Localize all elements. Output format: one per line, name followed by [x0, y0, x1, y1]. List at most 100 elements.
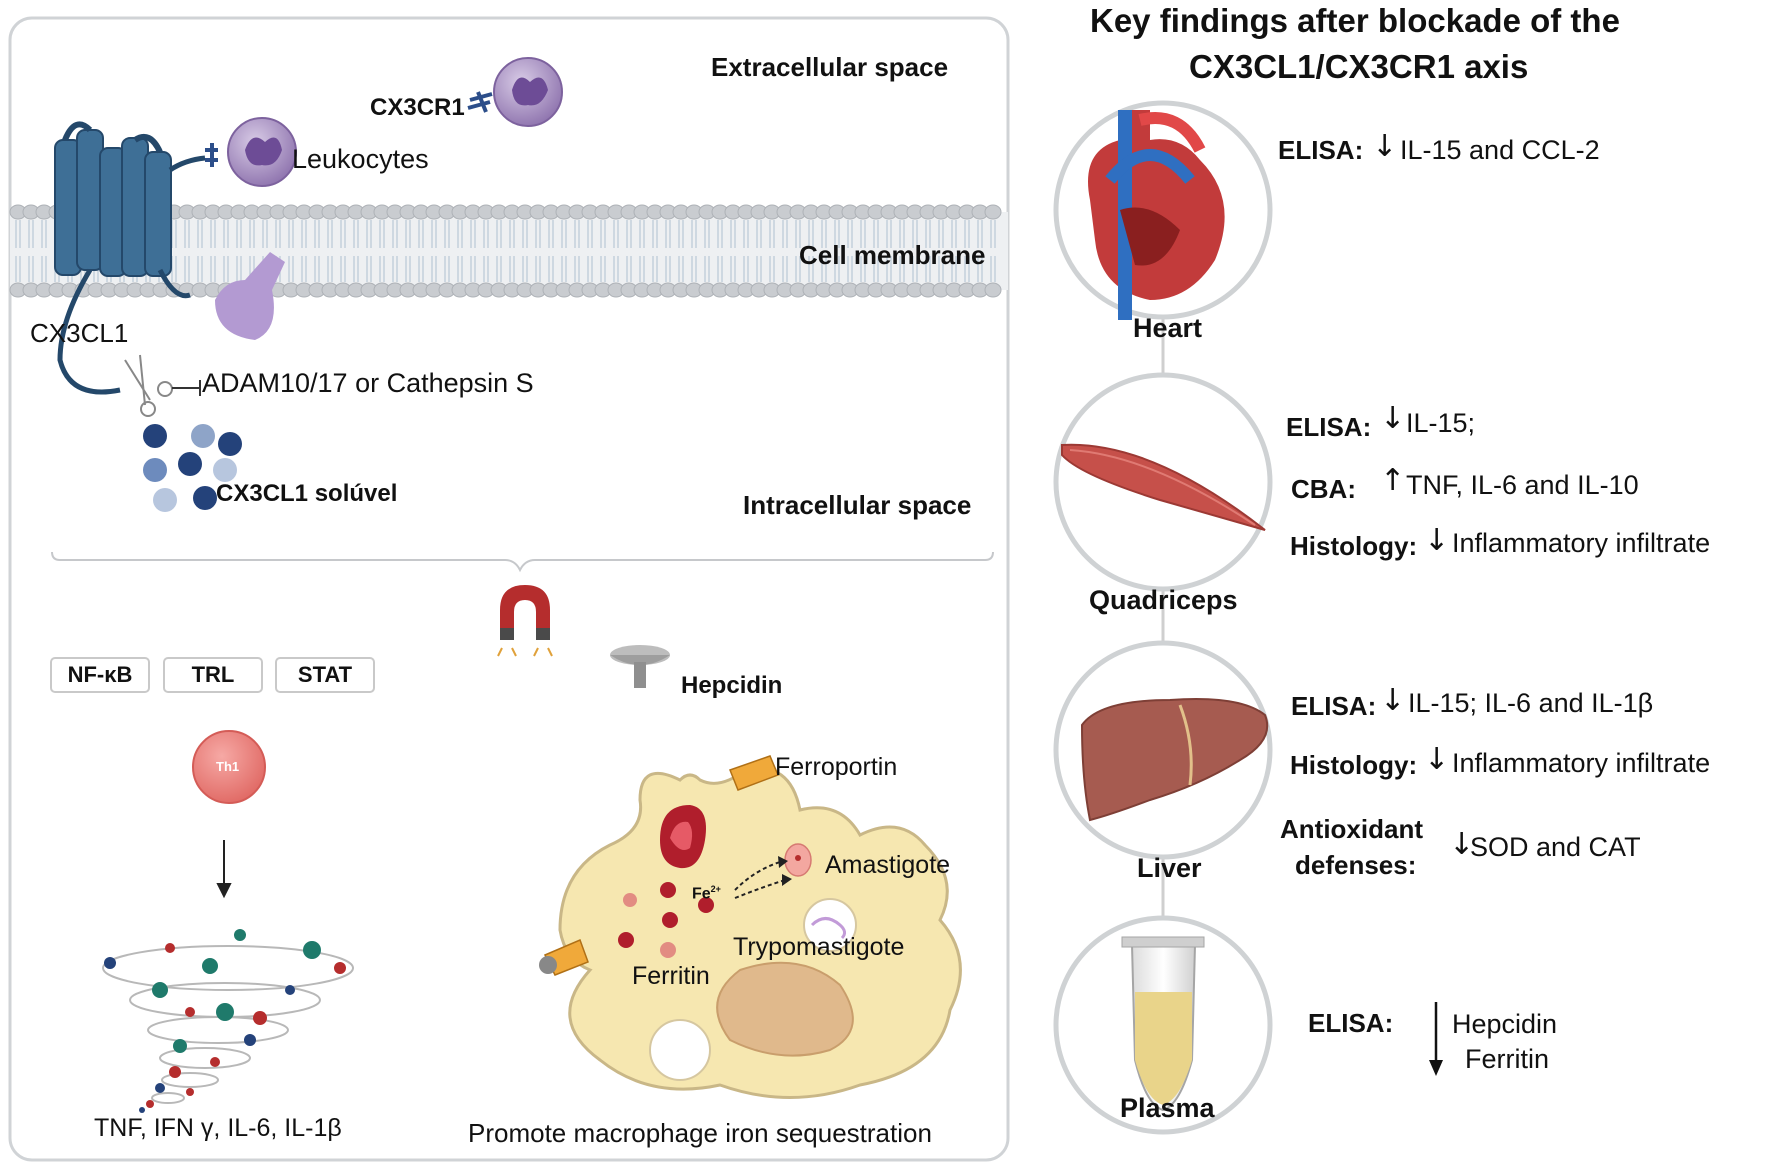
fe-charge: 2+: [710, 884, 721, 894]
lipid-tail: [899, 220, 905, 282]
lipid-tail: [795, 220, 801, 282]
ferroportin-label: Ferroportin: [775, 753, 898, 781]
hepcidin-label: Hepcidin: [681, 672, 783, 699]
down-arrow-icon: ↓: [1424, 742, 1450, 777]
liver-elisa-label: ELISA:: [1291, 691, 1377, 721]
lipid-tail: [769, 220, 775, 282]
ferroportin-icon: [729, 755, 779, 791]
lipid-tail: [665, 220, 671, 282]
lipid-tail: [509, 220, 515, 282]
cytokine-dot: [285, 985, 295, 995]
lipid-tail: [639, 220, 645, 282]
cx3cl1-domain-icon: [215, 252, 285, 340]
quadriceps-organ-icon: [1053, 372, 1273, 592]
cell-membrane-label: Cell membrane: [799, 240, 986, 270]
th1-cell-icon: [192, 730, 266, 804]
ferritin-label: Ferritin: [632, 962, 710, 990]
lipid-tail: [613, 220, 619, 282]
lipid-tail: [704, 220, 710, 282]
cytokine-dot: [152, 982, 168, 998]
lipid-tail: [600, 220, 606, 282]
lipid-tail: [886, 220, 892, 282]
cytokine-dot: [155, 1083, 165, 1093]
cytokine-dot: [244, 1034, 256, 1046]
lipid-tail: [873, 220, 879, 282]
lipid-tail: [678, 220, 684, 282]
cytokine-dot: [146, 1100, 154, 1108]
arrow-down-icon: [216, 840, 232, 899]
fe-symbol: Fe: [692, 885, 711, 903]
macrophage-cell: [539, 755, 962, 1099]
liver-antioxidant-text: SOD and CAT: [1470, 832, 1641, 862]
cx3cl1-receptor: [54, 121, 206, 395]
lipid-tail: [652, 220, 658, 282]
plasma-elisa-label: ELISA:: [1308, 1008, 1394, 1038]
findings-title-line2: CX3CL1/CX3CR1 axis: [1189, 48, 1529, 85]
lipid-tail: [223, 220, 229, 282]
lipid-tail: [522, 220, 528, 282]
quad-histology-label: Histology:: [1290, 531, 1418, 561]
lipid-tail: [691, 220, 697, 282]
scissors-icon: [124, 354, 201, 417]
lipid-tail: [587, 220, 593, 282]
liver-organ-icon: [1053, 640, 1273, 860]
lipid-tail: [847, 220, 853, 282]
soluble-cx3cl1-spheres: [143, 424, 242, 512]
lipid-tail: [626, 220, 632, 282]
plasma-tube-icon: [1053, 915, 1273, 1135]
lipid-tail: [990, 220, 996, 282]
lipid-tail: [197, 220, 203, 282]
pathway-nfkb: NF-κB: [50, 657, 150, 693]
extracellular-label: Extracellular space: [711, 52, 949, 82]
lipid-tail: [210, 220, 216, 282]
lipid-tail: [379, 220, 385, 282]
liver-histology-label: Histology:: [1290, 750, 1418, 780]
quad-elisa-text: IL-15;: [1406, 408, 1476, 438]
lipid-tail: [535, 220, 541, 282]
cytokine-dot: [173, 1039, 187, 1053]
free-leukocyte-icon: [467, 57, 563, 127]
quad-elisa-label: ELISA:: [1286, 412, 1372, 442]
lipid-tail: [275, 220, 281, 282]
lipid-tail: [938, 220, 944, 282]
lipid-tail: [431, 220, 437, 282]
cytokine-dot: [303, 941, 321, 959]
lipid-tail: [301, 220, 307, 282]
intracellular-label: Intracellular space: [743, 490, 972, 520]
lipid-tail: [28, 220, 34, 282]
lipid-tail: [951, 220, 957, 282]
lipid-tail: [366, 220, 372, 282]
cytokine-dot: [169, 1066, 181, 1078]
lipid-tail: [457, 220, 463, 282]
liver-antioxidant-label-2: defenses:: [1295, 850, 1417, 880]
organ-name-heart: Heart: [1133, 313, 1203, 343]
cytokine-dot: [186, 1088, 194, 1096]
lipid-tail: [977, 220, 983, 282]
cx3cr1-label: CX3CR1: [370, 94, 465, 121]
left-panel-border: [8, 16, 1010, 1162]
lipid-tail: [756, 220, 762, 282]
cytokine-dot: [185, 1007, 195, 1017]
lipid-tail: [340, 220, 346, 282]
lipid-tail: [418, 220, 424, 282]
lipid-tail: [184, 220, 190, 282]
lipid-tail: [782, 220, 788, 282]
lipid-tail: [743, 220, 749, 282]
cytokines-label: TNF, IFN γ, IL-6, IL-1β: [94, 1114, 342, 1142]
cytokine-dot: [139, 1107, 145, 1113]
liver-antioxidant-label-1: Antioxidant: [1280, 814, 1423, 844]
lipid-tail: [834, 220, 840, 282]
lipid-tail: [262, 220, 268, 282]
down-arrow-icon: ↓: [1424, 523, 1450, 558]
lipid-tail: [496, 220, 502, 282]
lipid-tail: [444, 220, 450, 282]
section-divider: [51, 551, 994, 573]
cytokine-dot: [202, 958, 218, 974]
leukocyte-cell-icon: [227, 117, 297, 187]
lipid-tail: [860, 220, 866, 282]
lipid-tail: [561, 220, 567, 282]
soluble-cx3cl1-label: CX3CL1 solúvel: [216, 480, 398, 507]
lipid-tail: [925, 220, 931, 282]
up-arrow-icon: ↑: [1380, 463, 1406, 498]
lipid-tail: [327, 220, 333, 282]
